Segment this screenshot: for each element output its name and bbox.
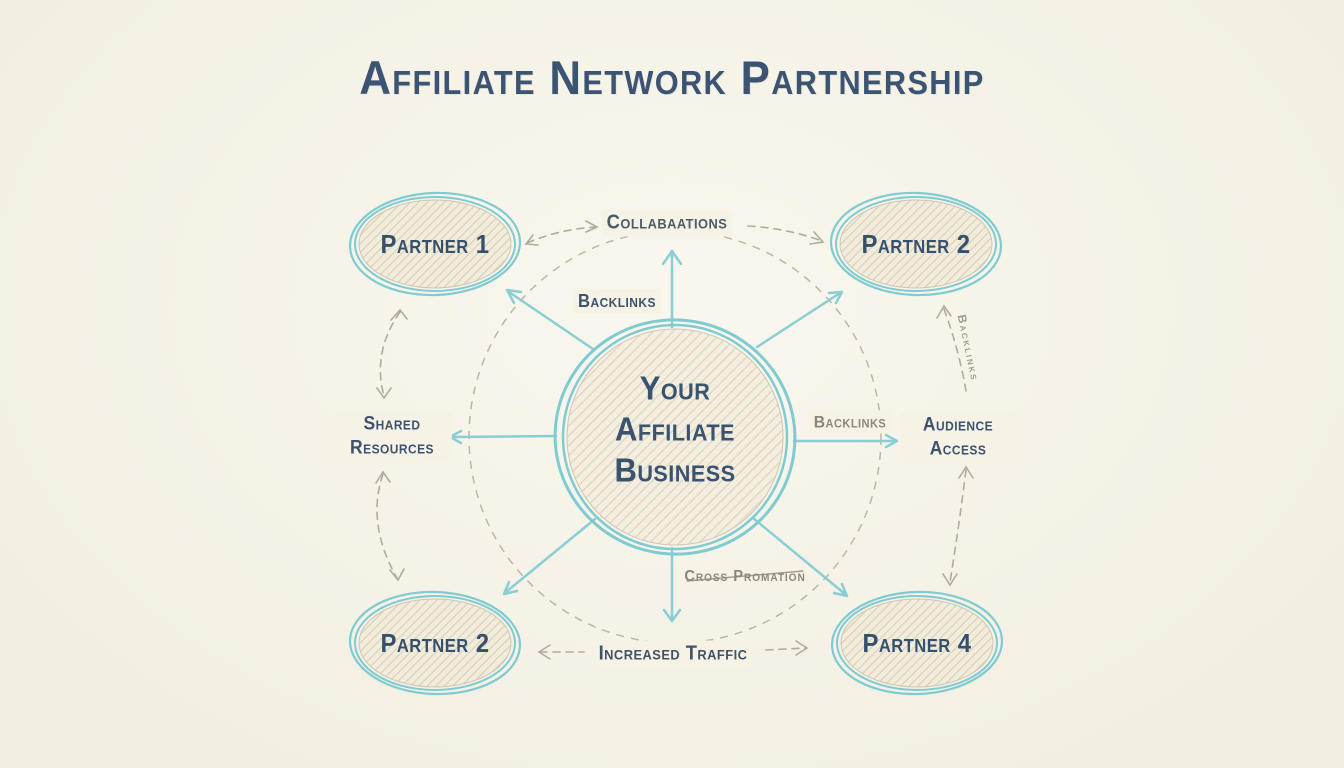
partner-ellipse-top-left	[348, 191, 522, 297]
center-circle	[553, 318, 797, 556]
backlinks-right-label: Backlinks	[809, 410, 891, 434]
partner-ellipse-bottom-right	[830, 590, 1004, 696]
audience-access-label: Audience Access	[900, 412, 1016, 462]
partner-top-left-label: Partner 1	[380, 228, 490, 259]
page-title: Affiliate Network Partnership	[359, 51, 985, 104]
increased-traffic-label: Increased Traffic	[594, 640, 752, 668]
cross-promotion-label: Cross Promation	[684, 568, 806, 585]
teal-arrows	[448, 249, 899, 623]
partner-ellipse-top-right	[829, 191, 1003, 297]
dashed-connectors	[375, 220, 974, 660]
partner-bottom-right-label: Partner 4	[862, 627, 972, 658]
partner-ellipse-bottom-left	[348, 590, 522, 696]
collaborations-label: Collabaations	[602, 209, 732, 237]
backlinks-top-label: Backlinks	[573, 288, 661, 314]
center-node-line-3: Business	[614, 451, 736, 489]
center-node-label: Your Affiliate Business	[614, 369, 735, 492]
center-node-line-1: Your	[639, 369, 711, 407]
partner-bottom-left-label: Partner 2	[380, 627, 490, 658]
center-node-line-2: Affiliate	[615, 410, 735, 448]
partner-top-right-label: Partner 2	[861, 228, 971, 259]
shared-resources-label: Shared Resources	[332, 411, 452, 461]
